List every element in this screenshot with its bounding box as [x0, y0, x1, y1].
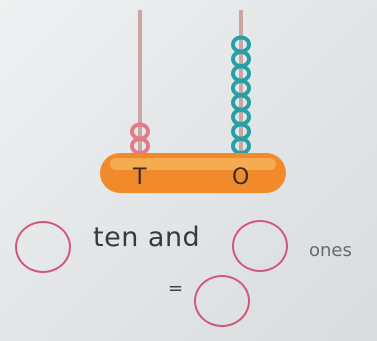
ones-column-label: O [232, 165, 249, 190]
abacus-base-highlight [110, 158, 276, 170]
total-answer-circle[interactable] [194, 275, 250, 327]
ones-bead [231, 35, 251, 54]
tens-column-label: T [132, 165, 147, 190]
ten-and-text: ten and [93, 222, 201, 253]
tens-bead [130, 122, 150, 141]
tens-answer-circle[interactable] [15, 221, 71, 273]
equals-sign: = [168, 278, 184, 299]
ones-rod [239, 10, 243, 160]
ones-text: ones [309, 240, 352, 261]
ones-answer-circle[interactable] [232, 220, 288, 272]
tens-rod [138, 10, 142, 160]
